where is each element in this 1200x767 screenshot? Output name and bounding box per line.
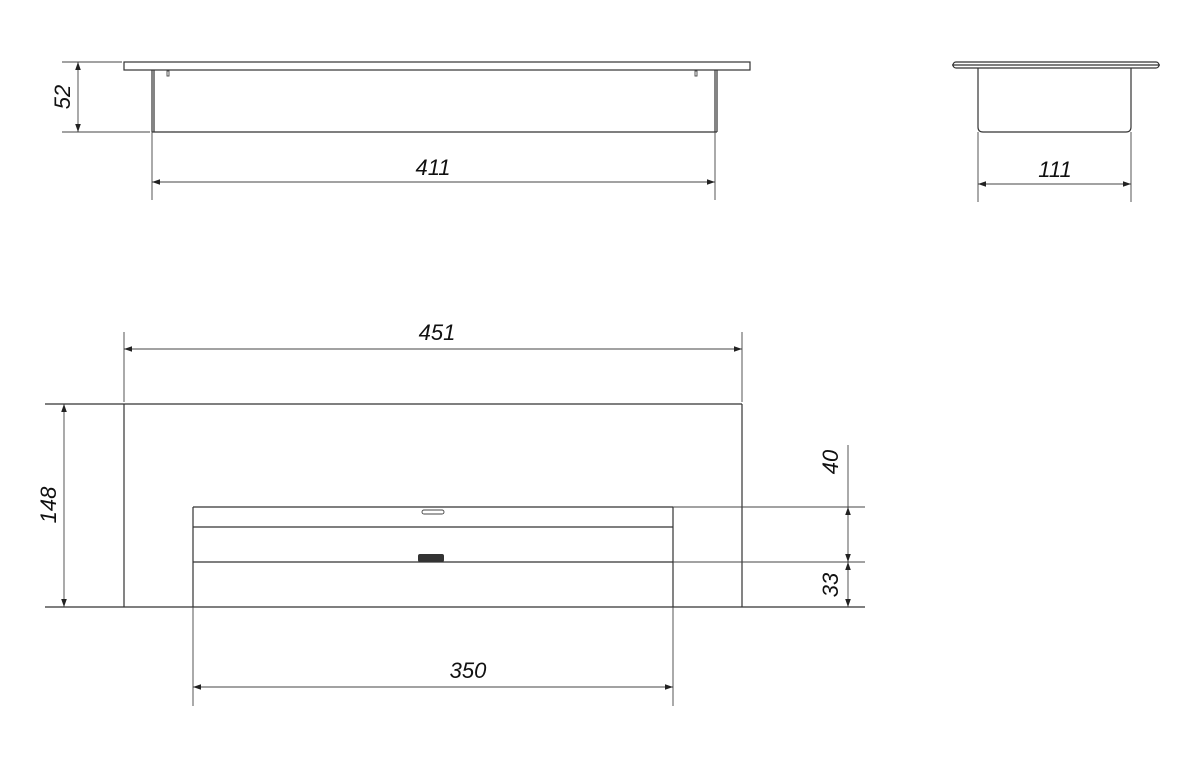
front-inner-box [192, 506, 674, 607]
handle-slot [421, 509, 445, 515]
dim-label-40: 40 [818, 449, 843, 474]
front-view: 451 148 40 33 350 [36, 320, 865, 706]
side-plate [952, 61, 1160, 69]
dim-label-350: 350 [450, 658, 487, 683]
slot [166, 70, 170, 77]
dim-label-411: 411 [415, 155, 450, 180]
dim-label-52: 52 [50, 85, 75, 109]
latch [418, 554, 444, 562]
top-plate [123, 61, 751, 71]
side-body [977, 68, 1132, 133]
top-body [151, 70, 718, 133]
slot [694, 70, 698, 77]
dim-label-148: 148 [36, 486, 61, 523]
front-outline [45, 403, 865, 608]
side-view: 111 [952, 61, 1160, 202]
dim-label-451: 451 [419, 320, 456, 345]
top-view: 52 411 [50, 61, 751, 200]
dim-label-111: 111 [1038, 157, 1071, 182]
dim-label-33: 33 [818, 572, 843, 597]
